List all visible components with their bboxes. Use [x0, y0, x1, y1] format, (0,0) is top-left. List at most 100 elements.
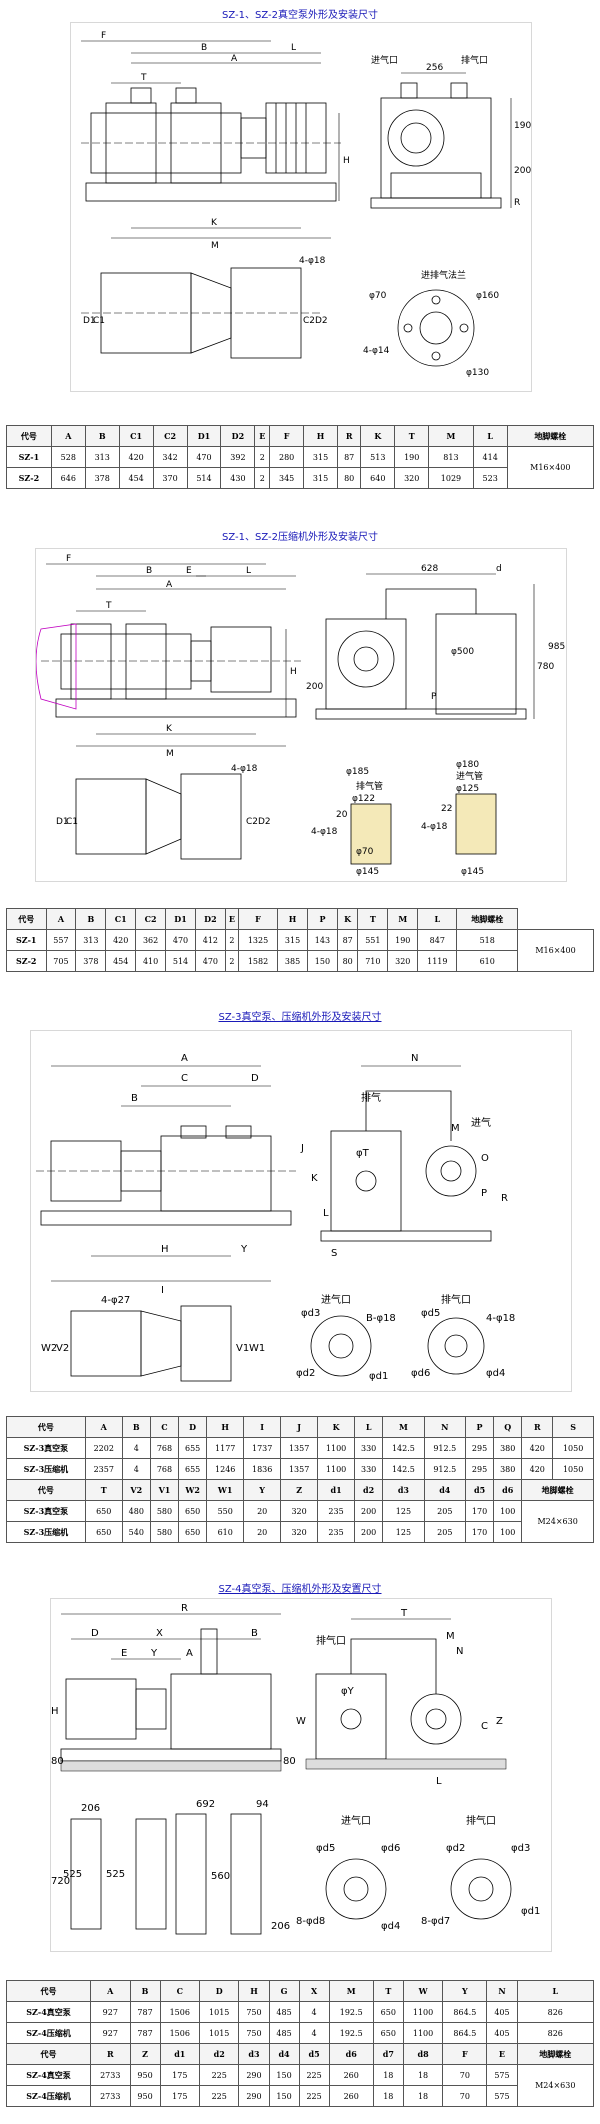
header: H: [277, 908, 308, 930]
cell: 192.5: [328, 2022, 374, 2044]
cell: 295: [464, 1458, 495, 1480]
dim-P: P: [431, 692, 437, 702]
cell: 826: [516, 2001, 594, 2023]
section2-table: 代号 A B C1 C2 D1 D2 E F H P K T M L 地脚螺栓 …: [6, 908, 594, 972]
cell: 912.5: [423, 1458, 466, 1480]
cell: 320: [387, 950, 419, 972]
header: T: [394, 425, 430, 447]
dim-M: M: [451, 1123, 460, 1134]
dim-B: B: [131, 1093, 138, 1104]
header: Z: [129, 2043, 161, 2065]
cell: 260: [328, 2064, 374, 2086]
cell: 385: [277, 950, 308, 972]
cell: 1015: [198, 2022, 240, 2044]
table-row: SZ-3真空泵 650 480 580 650 550 20 320 235 2…: [6, 1500, 594, 1543]
cell: SZ-3压缩机: [6, 1521, 86, 1543]
cell: 420: [521, 1458, 554, 1480]
dim-190: 190: [514, 121, 531, 131]
dim-F: F: [66, 554, 71, 564]
header: M: [382, 1416, 425, 1438]
cell: 18: [372, 2064, 404, 2086]
label-out-port: 排气口: [466, 1814, 496, 1827]
cell: 378: [84, 467, 120, 489]
cell: 18: [402, 2085, 444, 2107]
dim-N: N: [456, 1646, 463, 1657]
dim-K: K: [311, 1173, 318, 1184]
cell: 150: [307, 950, 338, 972]
header: T: [357, 908, 389, 930]
cell: 1050: [552, 1437, 594, 1459]
cell: 1506: [159, 2001, 201, 2023]
cell: 768: [149, 1458, 180, 1480]
header: C1: [105, 908, 137, 930]
cell: SZ-3压缩机: [6, 1458, 86, 1480]
dim-628: 628: [421, 564, 438, 574]
cell: 528: [50, 446, 86, 468]
header: B: [129, 1980, 161, 2002]
cell: 225: [298, 2085, 330, 2107]
cell: SZ-4压缩机: [5, 2085, 92, 2107]
header: D1: [186, 425, 222, 447]
cell: 650: [178, 1521, 208, 1543]
section2-title: SZ-1、SZ-2压缩机外形及安装尺寸: [222, 532, 378, 543]
header: Y: [243, 1479, 282, 1501]
dim-T: T: [400, 1608, 408, 1619]
label-phi130: φ130: [466, 368, 489, 378]
dim-Y: Y: [150, 1648, 158, 1659]
cell: 342: [152, 446, 188, 468]
cell: 650: [372, 2022, 404, 2044]
label-d3: φd3: [301, 1308, 320, 1319]
cell: 551: [357, 929, 389, 951]
label-foot: 4-φ27: [101, 1295, 130, 1306]
dim-N: N: [411, 1053, 418, 1064]
header: D2: [194, 908, 226, 930]
label-phi180: φ180: [456, 760, 479, 770]
header: F: [237, 908, 279, 930]
header: D2: [220, 425, 256, 447]
cell: 313: [84, 446, 120, 468]
header: d3: [382, 1479, 425, 1501]
cell: 420: [118, 446, 154, 468]
label-inlet: 进气口: [371, 54, 398, 66]
table-row: SZ-3真空泵 2202 4 768 655 1177 1737 1357 11…: [6, 1437, 594, 1459]
dim-B: B: [251, 1628, 258, 1639]
header: F: [442, 2043, 488, 2065]
header: X: [298, 1980, 330, 2002]
cell: SZ-4真空泵: [5, 2064, 92, 2086]
cell: 847: [417, 929, 458, 951]
label-d3: φd3: [511, 1843, 530, 1854]
dim-W1: W1: [249, 1343, 265, 1354]
header: M: [328, 1980, 374, 2002]
table-row: SZ-2 646 378 454 370 514 430 2 345 315 8…: [6, 467, 594, 489]
dim-C: C: [481, 1721, 488, 1732]
cell: 580: [149, 1500, 180, 1522]
dim-V2: V2: [56, 1343, 69, 1354]
cell: SZ-3真空泵: [6, 1437, 86, 1459]
header-bolt: 地脚螺栓: [506, 425, 595, 447]
dim-525a: 525: [106, 1869, 125, 1880]
cell: 320: [394, 467, 430, 489]
cell: 650: [84, 1521, 123, 1543]
dim-phiT: φT: [356, 1148, 370, 1159]
cell: 646: [50, 467, 86, 489]
label-exhaust: 排气口: [316, 1634, 346, 1647]
section3-table: 代号 A B C D H I J K L M N P Q R S SZ-3真空泵…: [6, 1416, 594, 1543]
header: d8: [402, 2043, 444, 2065]
header: d5: [464, 1479, 495, 1501]
header-bolt: 地脚螺栓: [521, 1479, 594, 1501]
header: L: [417, 908, 458, 930]
cell: 80: [336, 950, 359, 972]
cell: 454: [118, 467, 154, 489]
header: V1: [149, 1479, 180, 1501]
cell: 1357: [280, 1458, 319, 1480]
header-code: 代号: [5, 2043, 92, 2065]
cell: 420: [521, 1437, 554, 1459]
cell: 4: [298, 2001, 330, 2023]
label-intake: 进气: [471, 1116, 491, 1129]
label-outlet-pipe: 排气管: [356, 780, 383, 792]
dim-P: P: [481, 1188, 487, 1199]
cell: 826: [516, 2022, 594, 2044]
header: D: [198, 1980, 240, 2002]
cell-bolt: M24×630: [516, 2064, 594, 2107]
cell: 410: [135, 950, 167, 972]
